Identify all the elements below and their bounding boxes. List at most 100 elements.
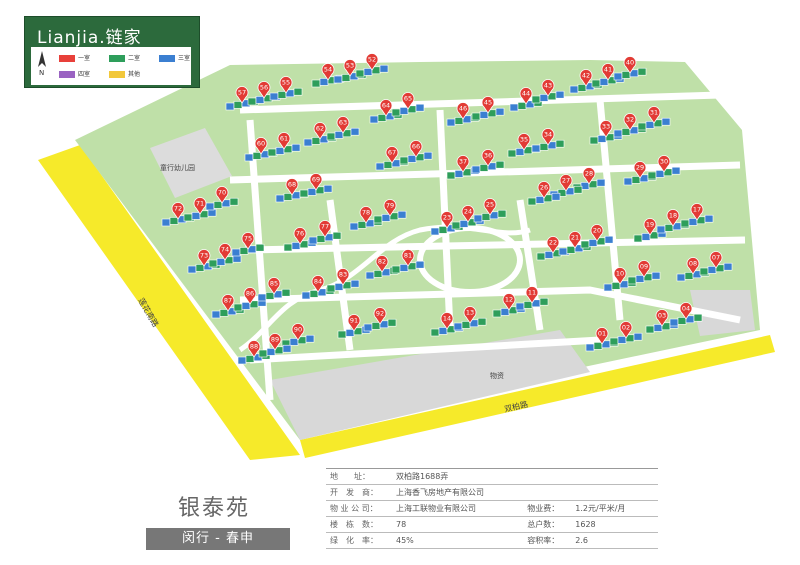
building-pin-60[interactable]: 60 [254,137,268,155]
building-pin-19[interactable]: 19 [643,218,657,236]
building-pin-62[interactable]: 62 [313,122,327,140]
building-pin-41[interactable]: 41 [601,63,615,81]
building-pin-30[interactable]: 30 [657,155,671,173]
building-pin-91[interactable]: 91 [347,314,361,332]
building-pin-55[interactable]: 55 [279,76,293,94]
building-26[interactable] [527,192,561,206]
building-pin-29[interactable]: 29 [633,161,647,179]
building-69[interactable] [299,184,333,198]
building-pin-42[interactable]: 42 [579,69,593,87]
building-pin-68[interactable]: 68 [285,178,299,196]
building-pin-90[interactable]: 90 [291,323,305,341]
building-pin-89[interactable]: 89 [268,333,282,351]
building-pin-73[interactable]: 73 [197,249,211,267]
building-89[interactable] [258,344,292,358]
building-pin-07[interactable]: 07 [709,251,723,269]
building-pin-37[interactable]: 37 [456,155,470,173]
unit-cell [415,103,425,112]
building-pin-87[interactable]: 87 [221,294,235,312]
building-pin-26[interactable]: 26 [537,181,551,199]
building-pin-44[interactable]: 44 [519,87,533,105]
building-pin-85[interactable]: 85 [267,277,281,295]
building-pin-74[interactable]: 74 [218,243,232,261]
building-pin-78[interactable]: 78 [359,206,373,224]
building-pin-21[interactable]: 21 [568,231,582,249]
building-pin-09[interactable]: 09 [637,260,651,278]
building-pin-33[interactable]: 33 [599,120,613,138]
building-pin-20[interactable]: 20 [590,224,604,242]
building-90[interactable] [281,334,315,348]
building-pin-64[interactable]: 64 [379,99,393,117]
building-pin-71[interactable]: 71 [193,197,207,215]
building-pin-35[interactable]: 35 [517,133,531,151]
building-02[interactable] [609,332,643,346]
building-74[interactable] [208,254,242,268]
building-number: 46 [459,105,467,113]
building-pin-53[interactable]: 53 [343,59,357,77]
building-pin-08[interactable]: 08 [686,257,700,275]
building-pin-11[interactable]: 11 [525,286,539,304]
building-pin-03[interactable]: 03 [655,309,669,327]
building-55[interactable] [269,87,303,101]
building-pin-52[interactable]: 52 [365,53,379,71]
building-77[interactable] [308,231,342,245]
building-70[interactable] [205,197,239,211]
building-pin-92[interactable]: 92 [373,307,387,325]
building-pin-88[interactable]: 88 [247,340,261,358]
building-pin-02[interactable]: 02 [619,321,633,339]
building-pin-54[interactable]: 54 [321,63,335,81]
building-pin-36[interactable]: 36 [481,149,495,167]
building-pin-25[interactable]: 25 [483,198,497,216]
building-pin-31[interactable]: 31 [647,106,661,124]
building-pin-81[interactable]: 81 [401,249,415,267]
building-pin-75[interactable]: 75 [241,232,255,250]
building-pin-01[interactable]: 01 [595,327,609,345]
building-pin-57[interactable]: 57 [235,86,249,104]
building-20[interactable] [580,235,614,249]
building-31[interactable] [637,117,671,131]
building-pin-83[interactable]: 83 [336,268,350,286]
building-pin-65[interactable]: 65 [401,92,415,110]
building-pin-76[interactable]: 76 [293,227,307,245]
building-pin-79[interactable]: 79 [383,199,397,217]
building-pin-18[interactable]: 18 [666,209,680,227]
building-pin-69[interactable]: 69 [309,173,323,191]
building-pin-66[interactable]: 66 [409,140,423,158]
building-pin-32[interactable]: 32 [623,113,637,131]
building-pin-14[interactable]: 14 [440,312,454,330]
building-pin-86[interactable]: 86 [243,287,257,305]
building-45[interactable] [471,107,505,121]
building-pin-17[interactable]: 17 [690,203,704,221]
building-pin-61[interactable]: 61 [277,132,291,150]
building-65[interactable] [391,103,425,117]
building-pin-82[interactable]: 82 [375,255,389,273]
building-71[interactable] [183,208,217,222]
building-pin-34[interactable]: 34 [541,128,555,146]
building-pin-43[interactable]: 43 [541,79,555,97]
building-pin-27[interactable]: 27 [559,174,573,192]
building-pin-23[interactable]: 23 [440,211,454,229]
building-pin-12[interactable]: 12 [502,293,516,311]
building-pin-10[interactable]: 10 [613,267,627,285]
building-pin-22[interactable]: 22 [546,236,560,254]
building-pin-70[interactable]: 70 [215,186,229,204]
building-pin-84[interactable]: 84 [311,275,325,293]
building-pin-77[interactable]: 77 [318,220,332,238]
building-pin-46[interactable]: 46 [456,102,470,120]
building-pin-04[interactable]: 04 [679,302,693,320]
building-13[interactable] [453,317,487,331]
building-11[interactable] [515,297,549,311]
building-40[interactable] [613,67,647,81]
building-pin-28[interactable]: 28 [582,167,596,185]
building-pin-63[interactable]: 63 [336,116,350,134]
building-pin-67[interactable]: 67 [385,146,399,164]
building-pin-56[interactable]: 56 [257,81,271,99]
building-pin-40[interactable]: 40 [623,56,637,74]
building-pin-72[interactable]: 72 [171,202,185,220]
building-pin-24[interactable]: 24 [461,205,475,223]
building-04[interactable] [669,313,703,327]
building-30[interactable] [647,166,681,180]
building-pin-45[interactable]: 45 [481,96,495,114]
building-75[interactable] [231,243,265,257]
building-pin-13[interactable]: 13 [463,306,477,324]
